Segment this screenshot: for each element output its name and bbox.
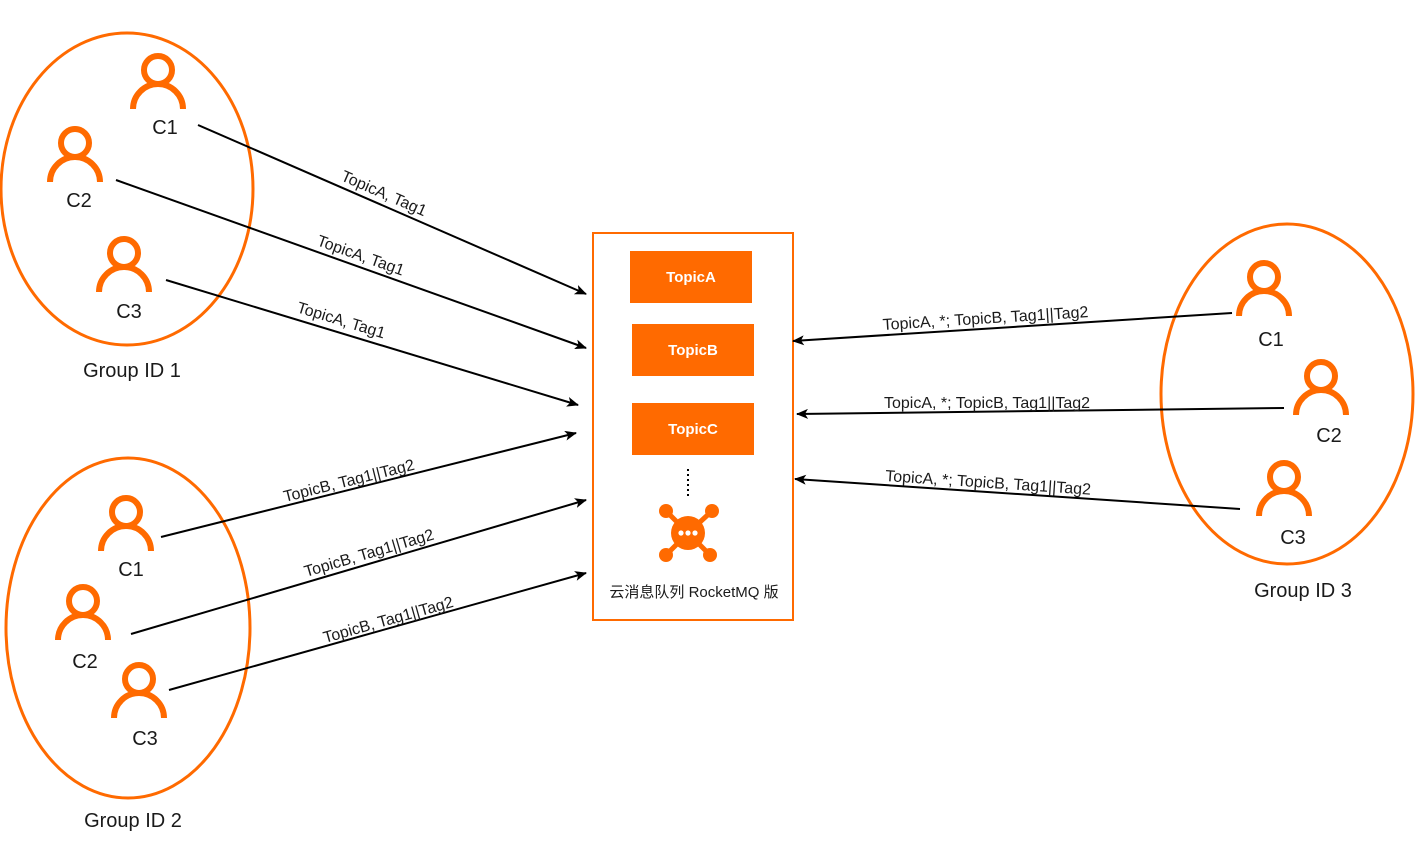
group-2: C1 C2 C3 Group ID 2: [4, 456, 252, 832]
topic-c-box[interactable]: TopicC: [632, 403, 754, 455]
edge-g2-c2: [130, 498, 587, 635]
consumer-icon: [114, 665, 164, 718]
consumer-icon: [133, 56, 183, 109]
consumer-icon: [99, 239, 149, 292]
group-2-boundary: [4, 456, 252, 800]
edge-label: TopicA, *; TopicB, Tag1||Tag2: [884, 395, 1090, 412]
consumer-label: C1: [152, 117, 178, 139]
edge-label: TopicA, Tag1: [295, 300, 387, 343]
group-1-c1[interactable]: C1: [133, 56, 183, 139]
group-3-c3[interactable]: C3: [1259, 463, 1309, 549]
edge-g3-c1: [792, 312, 1233, 346]
consumer-label: C1: [118, 559, 144, 581]
consumer-label: C1: [1258, 329, 1284, 351]
edge-label: TopicB, Tag1||Tag2: [282, 457, 417, 506]
rocketmq-hub-icon: [659, 504, 719, 562]
group-2-label: Group ID 2: [84, 810, 182, 832]
consumer-label: C2: [1316, 425, 1342, 447]
group-1-boundary: [0, 31, 255, 347]
topic-b-box[interactable]: TopicB: [632, 324, 754, 376]
topic-label: TopicC: [668, 421, 718, 438]
consumer-label: C2: [66, 190, 92, 212]
group-1-c2[interactable]: C2: [50, 129, 100, 212]
group-2-c1[interactable]: C1: [101, 498, 151, 581]
broker: TopicA TopicB TopicC 云消息队列 RocketMQ 版: [592, 232, 794, 621]
consumer-icon: [50, 129, 100, 182]
consumer-icon: [1296, 362, 1346, 415]
edge-label: TopicA, Tag1: [338, 168, 429, 220]
topic-label: TopicA: [666, 269, 716, 286]
group-2-edges: TopicB, Tag1||Tag2 TopicB, Tag1||Tag2 To…: [130, 430, 587, 691]
group-1-edges: TopicA, Tag1 TopicA, Tag1 TopicA, Tag1: [115, 124, 587, 407]
consumer-label: C3: [116, 301, 142, 323]
edge-label: TopicA, *; TopicB, Tag1||Tag2: [885, 468, 1092, 499]
consumer-icon: [1259, 463, 1309, 516]
group-1-c3[interactable]: C3: [99, 239, 149, 323]
consumer-icon: [101, 498, 151, 551]
edge-label: TopicB, Tag1||Tag2: [302, 527, 436, 581]
edge-g1-c1: [197, 124, 587, 295]
edge-g1-c3: [165, 279, 579, 407]
group-2-c3[interactable]: C3: [114, 665, 164, 750]
group-2-c2[interactable]: C2: [58, 587, 108, 673]
group-3-c2[interactable]: C2: [1296, 362, 1346, 447]
edge-label: TopicB, Tag1||Tag2: [321, 594, 455, 647]
consumer-icon: [58, 587, 108, 640]
edge-g2-c1: [160, 430, 577, 538]
topic-a-box[interactable]: TopicA: [630, 251, 752, 303]
edge-g3-c2: [796, 407, 1285, 419]
group-1: C1 C2 C3 Group ID 1: [0, 31, 255, 382]
group-3-c1[interactable]: C1: [1239, 263, 1289, 351]
group-1-label: Group ID 1: [83, 360, 181, 382]
consumer-label: C3: [132, 728, 158, 750]
group-3-boundary: [1159, 222, 1415, 566]
consumer-label: C3: [1280, 527, 1306, 549]
consumer-icon: [1239, 263, 1289, 316]
broker-label: 云消息队列 RocketMQ 版: [609, 584, 778, 601]
edge-g3-c3: [794, 474, 1241, 510]
group-3: C1 C2 C3 Group ID 3: [1159, 222, 1415, 602]
consumer-label: C2: [72, 651, 98, 673]
edge-g2-c3: [168, 571, 587, 691]
group-3-label: Group ID 3: [1254, 580, 1352, 602]
topic-label: TopicB: [668, 342, 718, 359]
edge-g1-c2: [115, 179, 587, 350]
group-3-edges: TopicA, *; TopicB, Tag1||Tag2 TopicA, *;…: [792, 304, 1285, 510]
